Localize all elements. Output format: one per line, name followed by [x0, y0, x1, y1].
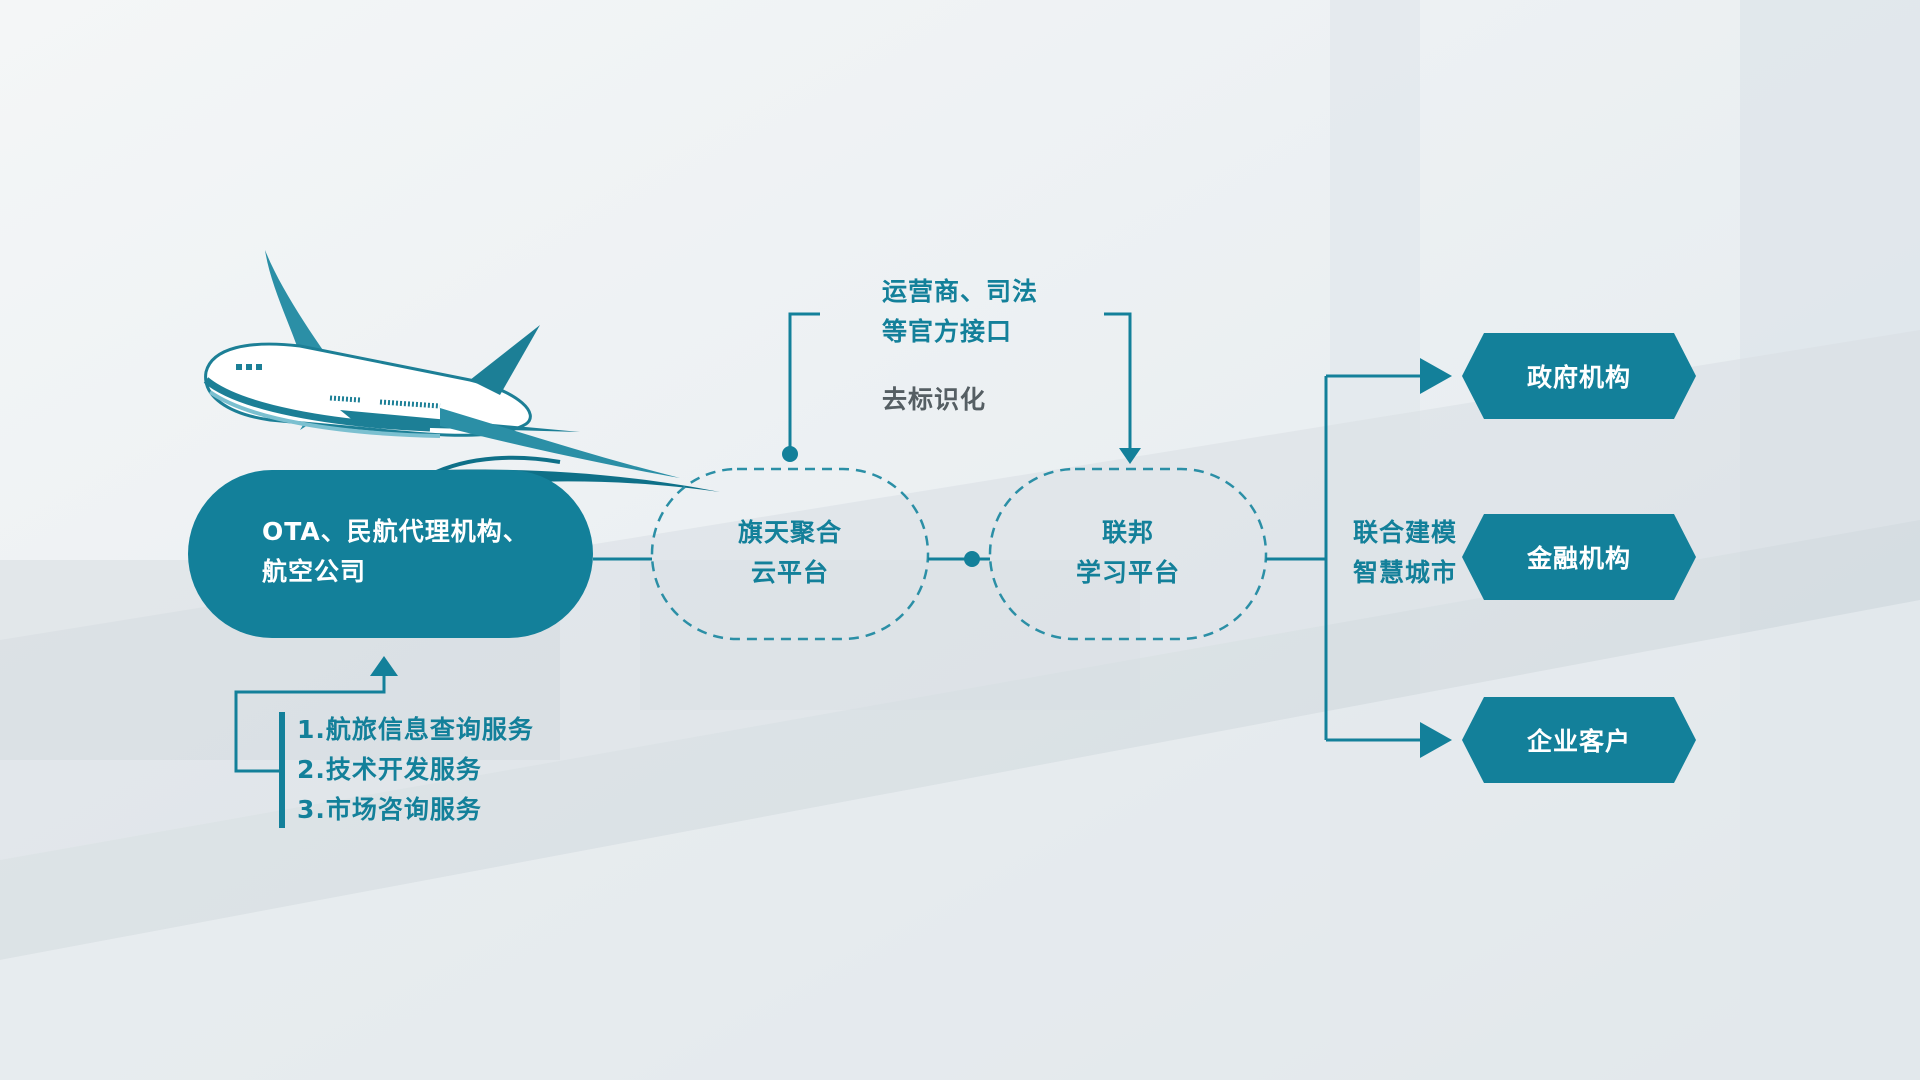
interface-bracket-right: [1104, 312, 1132, 452]
service-item: 2.技术开发服务: [297, 755, 482, 784]
federated-platform-line1: 联邦: [1101, 518, 1154, 547]
cloud-platform-label: 旗天聚合 云平台: [652, 513, 928, 593]
source-node-shape: [188, 470, 593, 638]
modeling-line2: 智慧城市: [1352, 558, 1457, 587]
interface-note-line1: 运营商、司法: [882, 277, 1039, 306]
target-government: 政府机构: [1526, 363, 1631, 392]
service-item: 3.市场咨询服务: [297, 795, 482, 824]
interface-arrow-down: [1119, 448, 1141, 464]
airplane-icon: [203, 250, 720, 492]
federated-platform-shape: [988, 467, 1268, 641]
hex-enterprise: [1462, 697, 1696, 783]
service-item: 1.航旅信息查询服务: [297, 715, 534, 744]
cloud-platform-line2: 云平台: [750, 558, 829, 587]
interface-bracket-left: [788, 312, 820, 454]
modeling-line1: 联合建模: [1352, 518, 1457, 547]
deidentification-note: 去标识化: [882, 385, 987, 414]
services-bracket: [234, 672, 386, 773]
hex-government: [1462, 333, 1696, 419]
cloud-platform-shape: [650, 467, 930, 641]
interface-note: 运营商、司法 等官方接口: [882, 272, 1122, 352]
federated-platform-label: 联邦 学习平台: [990, 513, 1266, 593]
target-enterprise: 企业客户: [1526, 727, 1631, 756]
target-finance: 金融机构: [1526, 544, 1631, 573]
arrow-top: [1420, 358, 1452, 394]
source-node-line1: OTA、民航代理机构、: [262, 517, 529, 546]
arrow-bottom: [1420, 722, 1452, 758]
cloud-platform-line1: 旗天聚合: [737, 518, 842, 547]
federated-platform-line2: 学习平台: [1075, 558, 1180, 587]
modeling-label: 联合建模 智慧城市: [1340, 513, 1470, 593]
hex-finance: [1462, 514, 1696, 600]
connector-dot: [964, 551, 980, 567]
interface-dot: [782, 446, 798, 462]
interface-note-line2: 等官方接口: [882, 317, 1013, 346]
source-node-line2: 航空公司: [262, 557, 367, 586]
source-node-label: OTA、民航代理机构、 航空公司: [262, 512, 572, 592]
services-list: 1.航旅信息查询服务 2.技术开发服务 3.市场咨询服务: [297, 710, 637, 830]
services-arrow-up: [370, 656, 398, 676]
